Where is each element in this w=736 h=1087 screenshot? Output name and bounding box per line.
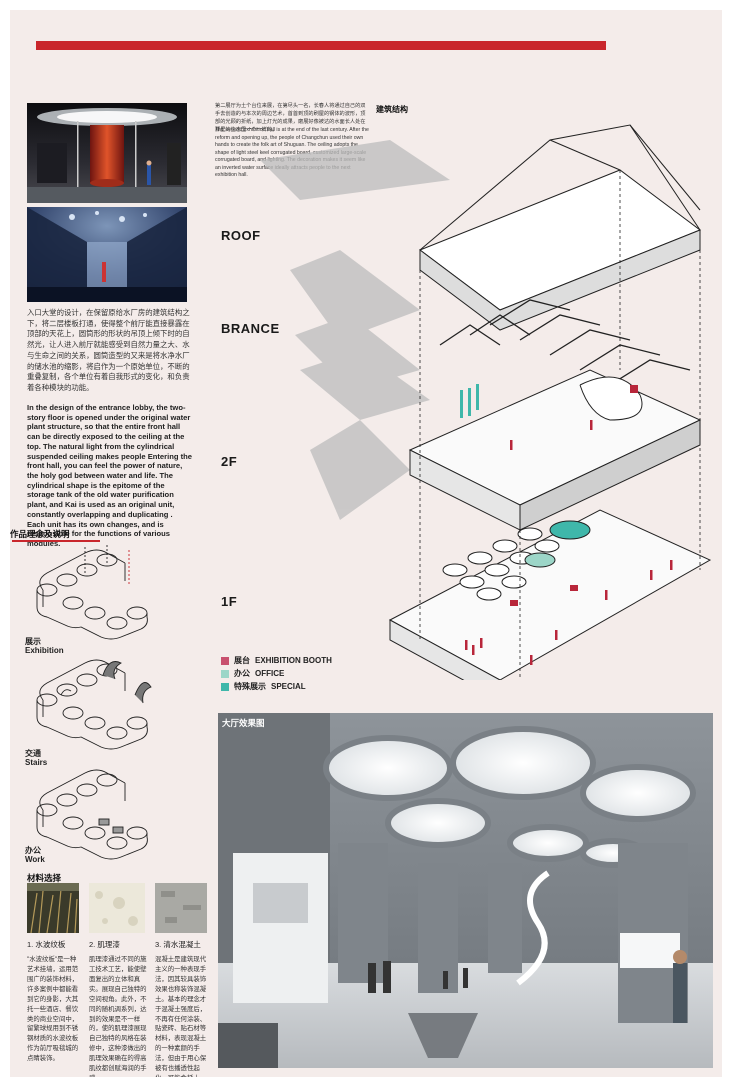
legend-exhibition-en: EXHIBITION BOOTH [255,656,332,665]
material-label-1: 1. 水波纹板 [27,940,66,949]
legend-exhibition: 展台 EXHIBITION BOOTH [221,655,332,666]
layer-label-roof: ROOF [221,228,261,243]
material-photo-concrete [155,883,207,933]
intro-en-text: In the design of the entrance lobby, the… [27,403,192,549]
layer-label-2f: 2F [221,454,238,469]
material-photo-water-ripple [27,883,79,933]
legend-office-cn: 办公 [234,669,250,678]
exploded-axonometric [260,124,712,680]
materials-title: 材料选择 [27,873,62,883]
header-red-bar [36,41,606,50]
intro-cn-text: 入口大堂的设计，在保留原给水厂房的建筑结构之下，将二层楼板打通，使得整个前厅能直… [27,308,190,393]
material-text-2: 肌理漆通过不同的施工技术工艺，能使壁面复出的立体和真实。展现自己独特的空间视角。… [89,956,147,1077]
lobby-photo-cylinder [27,103,187,203]
legend-office-en: OFFICE [255,669,285,678]
legend-swatch-exhibition [221,656,229,665]
legend-swatch-office [221,669,229,678]
material-text-3: 混凝土是建筑现代主义的一种表现手法，因其较具装饰效果也称装饰混凝土。基本的理念才… [155,956,207,1077]
concept-stairs-en: Stairs [25,758,48,767]
material-label-2: 2. 肌理漆 [89,940,120,949]
legend-office: 办公 OFFICE [221,668,284,679]
legend-exhibition-cn: 展台 [234,656,250,665]
material-text-1: "水波纹板"是一种艺术挂墙，运用范围广的装饰材料，许多案例中都能看到它的身影，大… [27,956,79,1063]
concept-stairs-cn: 交通 [25,749,41,758]
concept-work-en: Work [25,855,45,864]
corridor-photo-blue [27,207,187,302]
layer-label-1f: 1F [221,594,238,609]
legend-swatch-special [221,682,229,691]
concept-exhibition-en: Exhibition [25,646,64,655]
concept-exhibition-cn: 展示 [25,637,41,646]
legend-special-en: SPECIAL [271,682,306,691]
layer-label-brance: BRANCE [221,321,280,336]
poster-board: 入口大堂的设计，在保留原给水厂房的建筑结构之下，将二层楼板打通，使得整个前厅能直… [10,10,722,1077]
structure-title: 建筑结构 [376,105,408,114]
material-label-3: 3. 清水混凝土 [155,940,201,949]
hall-render [218,713,713,1068]
legend-special: 特殊展示 SPECIAL [221,681,306,692]
legend-special-cn: 特殊展示 [234,682,266,691]
concept-diagrams [36,545,152,860]
material-photo-texture-paint [89,883,145,933]
hall-title: 大厅效果图 [222,718,265,728]
concept-title: 作品理念及说明 [10,529,70,539]
concept-work-cn: 办公 [25,846,41,855]
top-note-cn: 第二展厅为土个台位来展，在第尽头一名，长春人将通过自己的双手去创造的与本次的周边… [215,103,366,134]
concept-underline [12,540,100,542]
